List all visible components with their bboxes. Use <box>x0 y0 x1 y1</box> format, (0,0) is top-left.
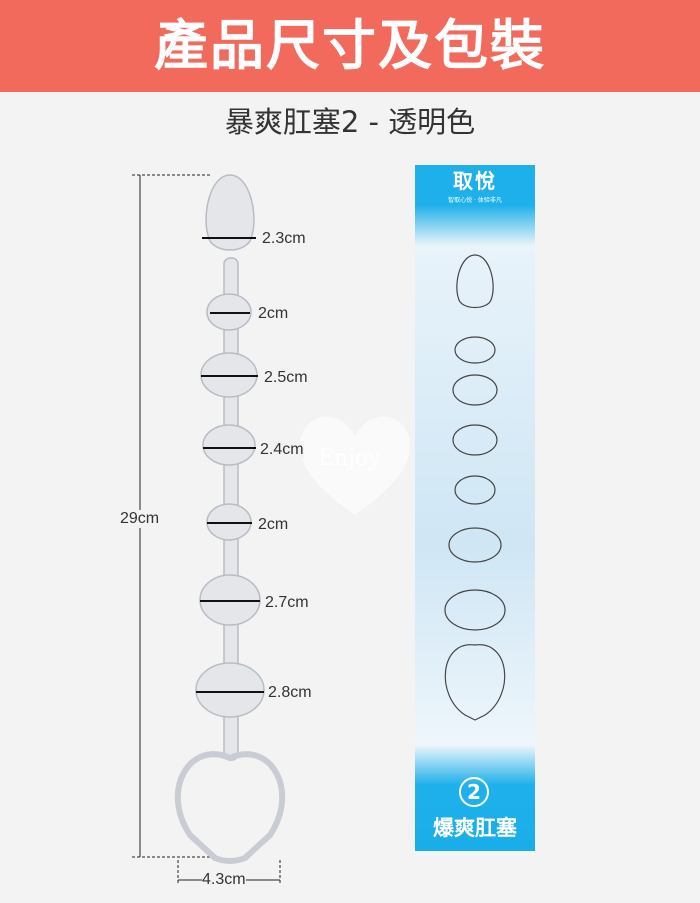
ring-width: 4.3cm <box>202 871 246 889</box>
brand-logo: 取悅 <box>453 169 497 193</box>
bead-4-width: 2.4cm <box>260 441 304 459</box>
bead-6-width: 2.7cm <box>265 594 309 612</box>
package-product-name: 爆爽肛塞 <box>433 816 517 840</box>
product-number-badge: 2 <box>459 777 489 807</box>
bead-7-width: 2.8cm <box>268 684 312 702</box>
watermark: Enjoy <box>318 446 381 471</box>
bead-3-width: 2.5cm <box>264 369 308 387</box>
bead-1-width: 2.3cm <box>262 230 306 248</box>
product-subtitle: 暴爽肛塞2 - 透明色 <box>224 105 476 139</box>
total-length: 29cm <box>120 510 160 528</box>
bead-2-width: 2cm <box>258 305 289 323</box>
heart-watermark-icon <box>300 416 410 515</box>
package-box: 取悅 智取心悦 · 体验非凡 2 爆爽肛塞 <box>415 165 535 851</box>
bead-5-width: 2cm <box>258 516 289 534</box>
package-product-outline <box>444 254 506 721</box>
header-banner: 產品尺寸及包裝 <box>0 0 700 92</box>
page-title: 產品尺寸及包裝 <box>154 14 546 77</box>
brand-slogan: 智取心悦 · 体验非凡 <box>448 197 502 204</box>
